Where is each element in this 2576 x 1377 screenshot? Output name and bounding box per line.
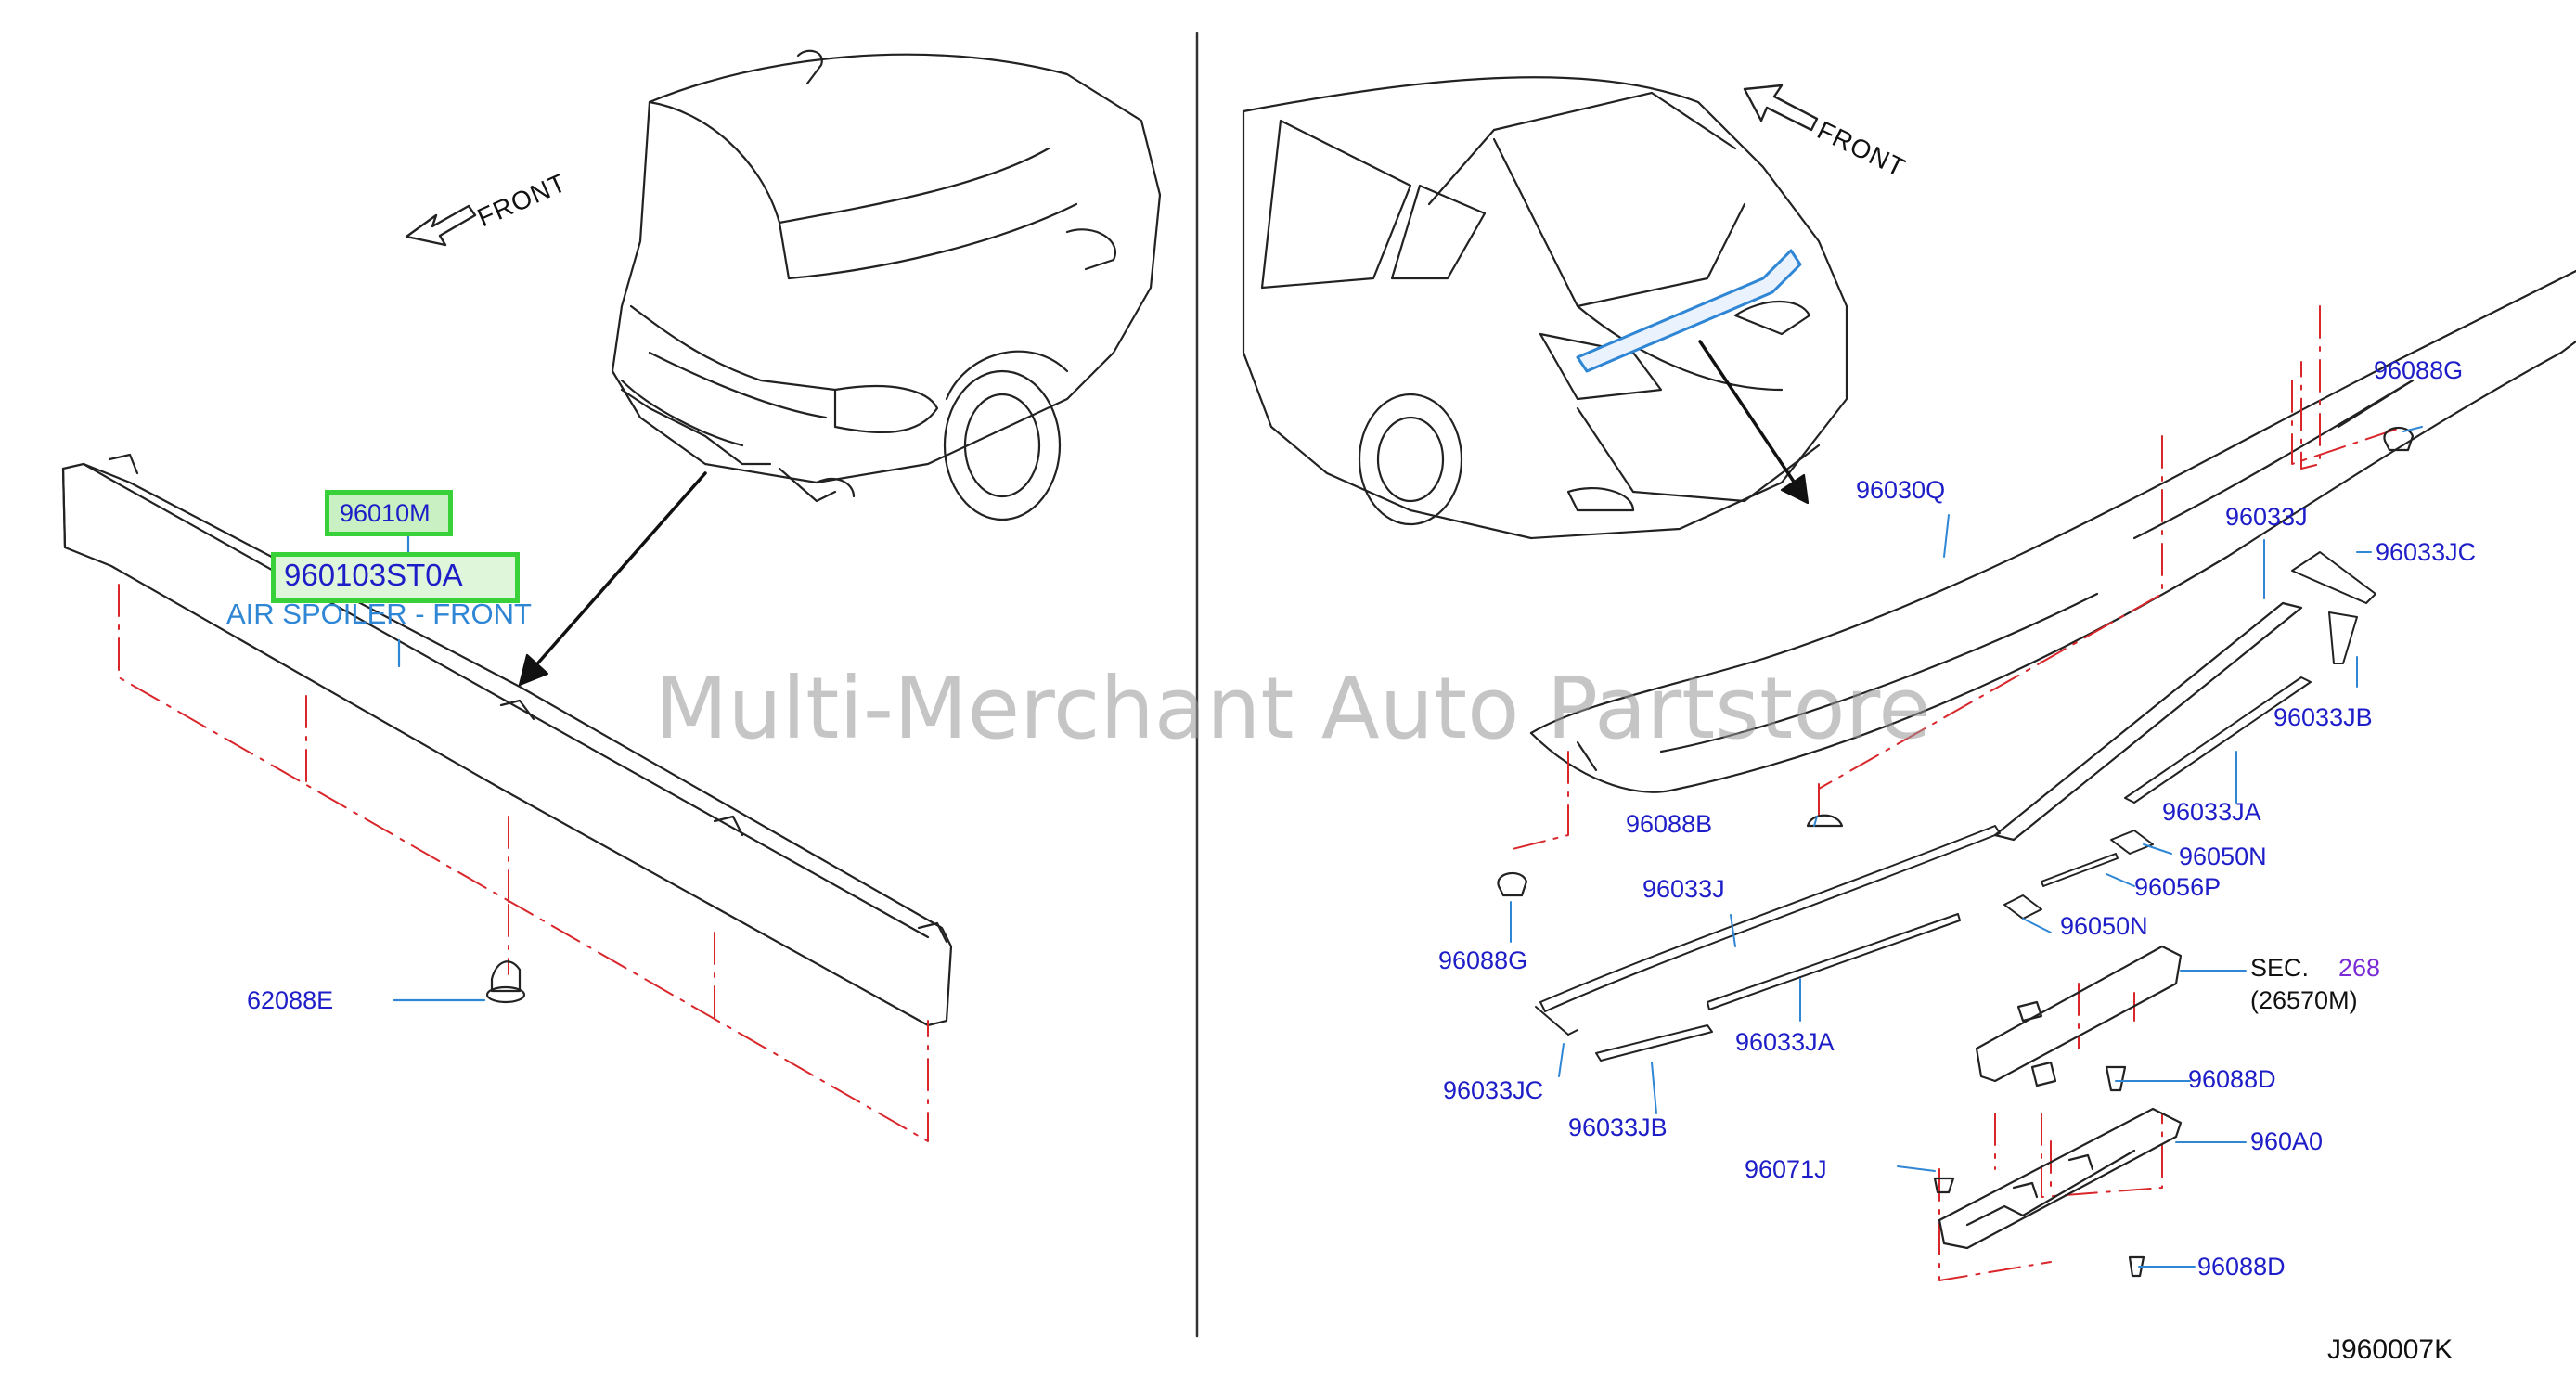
sec-number-link[interactable]: 268 xyxy=(2338,954,2381,982)
stop-lamp xyxy=(1975,945,2183,1087)
part-label-96071j[interactable]: 96071J xyxy=(1745,1155,1827,1183)
part-label-96088g-bottom[interactable]: 96088G xyxy=(1438,946,1528,974)
part-label-96030q[interactable]: 96030Q xyxy=(1856,476,1946,504)
part-label-96033jc-top[interactable]: 96033JC xyxy=(2376,538,2477,566)
sec-sub-label: (26570M) xyxy=(2250,986,2358,1014)
front-car-sketch xyxy=(611,49,1162,521)
part-label-96010m[interactable]: 96010M xyxy=(340,499,431,527)
part-label-62088e[interactable]: 62088E xyxy=(247,986,334,1014)
part-label-96033j-top[interactable]: 96033J xyxy=(2225,503,2308,531)
part-label-960a0[interactable]: 960A0 xyxy=(2250,1127,2324,1155)
diagram-code: J960007K xyxy=(2327,1334,2454,1365)
part-label-96050n-a[interactable]: 96050N xyxy=(2179,843,2267,870)
part-label-96033ja-top[interactable]: 96033JA xyxy=(2162,798,2261,826)
part-label-96033jb-bottom[interactable]: 96033JB xyxy=(1568,1113,1668,1141)
part-label-96033jc-bottom[interactable]: 96033JC xyxy=(1443,1076,1544,1104)
part-label-96033ja-bottom[interactable]: 96033JA xyxy=(1735,1028,1835,1056)
part-label-96088d-a[interactable]: 96088D xyxy=(2188,1065,2276,1093)
rear-spoiler-96030q xyxy=(1529,269,2576,793)
front-air-spoiler xyxy=(61,453,953,1027)
part-label-96056p[interactable]: 96056P xyxy=(2134,873,2222,901)
part-label-96033jb-top[interactable]: 96033JB xyxy=(2273,703,2373,731)
clip-62088e-shape xyxy=(393,960,526,1004)
grommets xyxy=(1497,426,2415,1278)
seal-strips xyxy=(1535,551,2376,1062)
part-label-96088b[interactable]: 96088B xyxy=(1626,810,1713,838)
spoiler-name-label: AIR SPOILER - FRONT xyxy=(226,598,532,630)
sec-label: SEC. xyxy=(2250,954,2310,982)
right-leader-lines xyxy=(1510,426,2423,1268)
bracket-960a0 xyxy=(1938,1107,2183,1250)
part-label-96050n-b[interactable]: 96050N xyxy=(2060,912,2148,940)
watermark-text: Multi-Merchant Auto Partstore xyxy=(654,659,1931,758)
part-label-96033j-mid[interactable]: 96033J xyxy=(1642,875,1725,903)
highlight-box-part xyxy=(325,490,453,536)
part-label-96088g-top[interactable]: 96088G xyxy=(2374,356,2464,384)
part-label-960103st0a[interactable]: 960103ST0A xyxy=(284,558,463,592)
part-label-96088d-b[interactable]: 96088D xyxy=(2197,1253,2286,1280)
rear-car-sketch xyxy=(1242,76,1848,540)
left-guide-lines xyxy=(118,584,929,1142)
highlight-box-code xyxy=(271,552,520,603)
